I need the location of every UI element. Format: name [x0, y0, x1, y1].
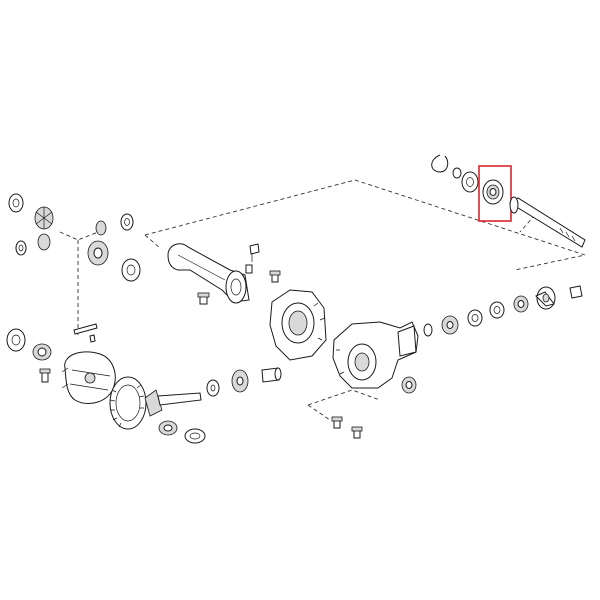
lock-pin[interactable] [89, 334, 96, 343]
thrust-washer-part[interactable] [461, 171, 479, 193]
thrust-washer-part[interactable] [121, 258, 141, 282]
oil-seal-part[interactable] [401, 376, 417, 394]
drive-pinion-shaft[interactable] [144, 389, 202, 417]
collar-sleeve-part[interactable] [261, 367, 282, 383]
bolt-part[interactable] [269, 270, 281, 283]
thrust-washer-part[interactable] [15, 240, 27, 256]
shim-washer-part[interactable] [184, 428, 206, 444]
side-gear-part[interactable] [87, 240, 109, 266]
retaining-washer-part[interactable] [452, 167, 462, 179]
bolt-part[interactable] [39, 368, 51, 383]
pinion-gear-part[interactable] [37, 233, 51, 251]
companion-flange-part[interactable] [535, 286, 556, 310]
pinion-gear-part[interactable] [95, 220, 107, 236]
ring-gear[interactable] [109, 376, 147, 430]
differential-side-gear-set [8, 193, 141, 282]
pinion-bearing-part[interactable] [158, 420, 178, 436]
tapered-bearing-part[interactable] [441, 315, 459, 335]
tapered-bearing-part[interactable] [513, 295, 529, 313]
differential-case[interactable] [61, 351, 116, 404]
side-bearing-set-left [6, 328, 52, 383]
axle-shaft-assembly [431, 154, 586, 248]
shim-washer-part[interactable] [467, 309, 483, 327]
thrust-washer-part[interactable] [8, 193, 24, 213]
flange-nut-part[interactable] [569, 285, 583, 299]
pilot-bearing-part[interactable] [231, 369, 249, 393]
breather-plug[interactable] [249, 243, 260, 262]
differential-carrier-left-half[interactable] [269, 289, 327, 361]
axle-shaft-part[interactable] [509, 196, 586, 248]
differential-carrier-right-half[interactable] [332, 321, 419, 389]
output-shaft-bearing-stack [423, 285, 583, 337]
spacer-washer-part[interactable] [206, 379, 220, 397]
spacer-washer-part[interactable] [423, 323, 433, 337]
thrust-washer-part[interactable] [120, 213, 134, 231]
side-bearing-part[interactable] [32, 343, 52, 361]
assembly-guide-lines [59, 179, 587, 421]
pinion-gear-part[interactable] [34, 206, 54, 230]
bolt-part[interactable] [245, 264, 253, 274]
bolt-part[interactable] [197, 292, 210, 305]
oil-seal-part[interactable] [489, 301, 505, 319]
bolt-part[interactable] [331, 416, 343, 429]
highlighted-part-box [478, 165, 512, 222]
snap-ring-part[interactable] [431, 154, 449, 173]
bearing-race-part[interactable] [6, 328, 26, 352]
axle-bearing-part[interactable] [482, 179, 504, 205]
pinion-shaft-pin[interactable] [73, 323, 98, 335]
bolt-part[interactable] [351, 426, 363, 439]
axle-housing-tube[interactable] [167, 243, 250, 304]
